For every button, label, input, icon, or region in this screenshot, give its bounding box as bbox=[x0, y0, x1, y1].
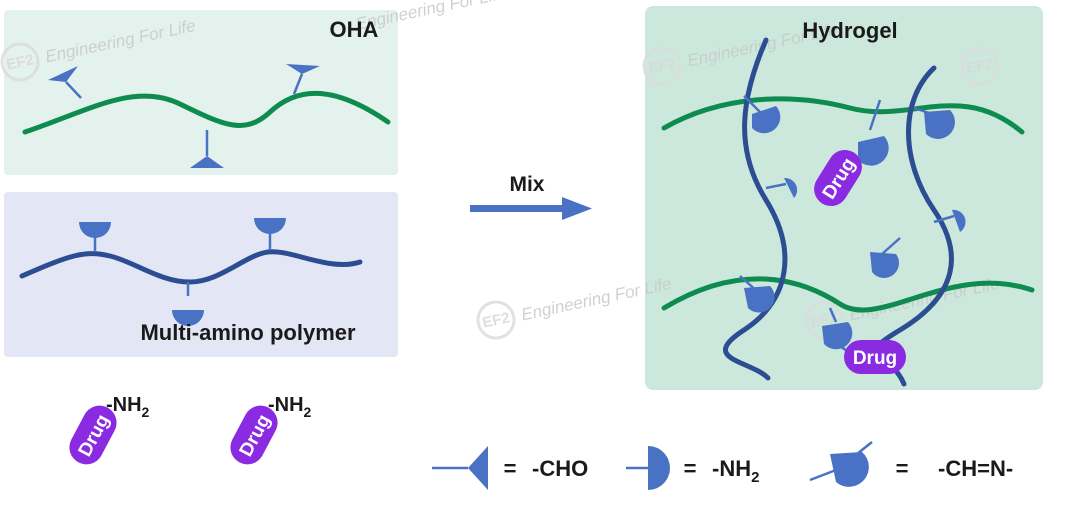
imine-crosslink bbox=[743, 95, 781, 134]
nh2-group bbox=[254, 218, 286, 250]
cho-group bbox=[190, 130, 224, 168]
legend-equals: = bbox=[684, 456, 697, 481]
watermark-logo: EF2 bbox=[481, 309, 511, 331]
imine-crosslink bbox=[913, 106, 955, 139]
drug-group-label: -NH2 bbox=[268, 394, 312, 420]
imine-crosslink bbox=[822, 307, 853, 350]
legend-equals: = bbox=[504, 456, 517, 481]
legend-imine: = -CH=N- bbox=[809, 441, 1013, 487]
nh2-group bbox=[172, 282, 204, 326]
legend-imine-label: -CH=N- bbox=[938, 456, 1013, 481]
legend-equals: = bbox=[896, 456, 909, 481]
hydrogel-oha-chain bbox=[661, 276, 1035, 313]
oha-title: OHA bbox=[330, 17, 379, 42]
free-drug-2: Drug -NH2 bbox=[230, 394, 312, 465]
polymer-title: Multi-amino polymer bbox=[140, 320, 356, 345]
drug-group-label: -NH2 bbox=[106, 394, 150, 420]
mix-label: Mix bbox=[509, 173, 544, 196]
watermark-logo: EF2 bbox=[647, 55, 677, 77]
imine-crosslink bbox=[765, 177, 798, 198]
legend-cho: = -CHO bbox=[432, 446, 588, 490]
imine-crosslink bbox=[739, 275, 775, 313]
legend-nh2: = -NH2 bbox=[626, 446, 759, 490]
cho-group bbox=[48, 66, 82, 99]
mix-arrow bbox=[470, 197, 592, 220]
nh2-group bbox=[79, 222, 111, 252]
imine-crosslink bbox=[933, 209, 966, 232]
cho-group bbox=[286, 64, 320, 95]
hydrogel-polymer-chain bbox=[723, 37, 788, 381]
polymer-chain bbox=[19, 249, 363, 285]
loaded-drug-2: Drug bbox=[835, 340, 906, 374]
imine-crosslink bbox=[858, 99, 889, 166]
hydrogel-title: Hydrogel bbox=[802, 18, 897, 43]
hydrogel-oha-chain bbox=[661, 96, 1025, 135]
oha-panel bbox=[4, 10, 398, 175]
watermark-logo: EF2 bbox=[965, 55, 995, 77]
imine-crosslink bbox=[870, 237, 901, 278]
watermark-logo: EF2 bbox=[5, 51, 35, 73]
drug-label: Drug bbox=[853, 348, 897, 369]
legend-nh2-label: -NH2 bbox=[712, 456, 759, 486]
oha-chain bbox=[22, 90, 391, 135]
free-drug-1: Drug -NH2 bbox=[69, 394, 150, 465]
legend-cho-label: -CHO bbox=[532, 456, 588, 481]
